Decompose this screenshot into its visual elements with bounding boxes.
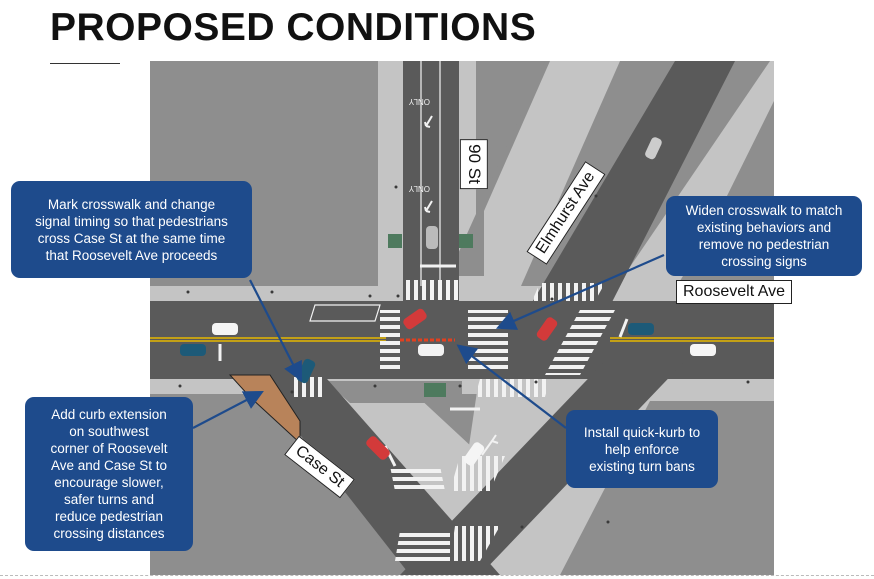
callout-line: existing turn bans (589, 458, 695, 474)
page-title: PROPOSED CONDITIONS (50, 6, 537, 49)
callout-line: on southwest (69, 424, 149, 439)
callout-line: encourage slower, (54, 475, 164, 490)
green-plazas (388, 234, 473, 397)
turn-arrows (424, 115, 499, 456)
car-gray (426, 226, 438, 249)
title-underline (50, 63, 120, 64)
callout-line: Add curb extension (51, 407, 167, 422)
callout-line: Ave and Case St to (50, 458, 168, 473)
car-blue (628, 323, 654, 335)
bottom-rule (0, 575, 874, 576)
callout-widen-crosswalk: Widen crosswalk to match existing behavi… (666, 196, 862, 276)
only-markings: ONLY ONLY (408, 97, 430, 193)
callout-line: Mark crosswalk and change (47, 196, 216, 212)
only-marking-1: ONLY (408, 97, 430, 106)
callout-line: corner of Roosevelt (50, 441, 168, 456)
street-label-90st: 90 St (459, 139, 488, 189)
callout-line: crossing signs (721, 254, 807, 269)
car-white (690, 344, 716, 356)
callout-line: cross Case St at the same time (37, 230, 226, 246)
intersection-map: ONLY ONLY (150, 61, 774, 575)
callout-line: Install quick-kurb to (583, 424, 701, 440)
car-white (463, 442, 485, 466)
callout-line: reduce pedestrian (54, 509, 164, 524)
lane-lines (420, 61, 441, 286)
callout-line: that Roosevelt Ave proceeds (45, 247, 218, 263)
car-red (403, 308, 427, 330)
callout-line: existing behaviors and (696, 220, 832, 235)
callout-curb-extension: Add curb extension on southwest corner o… (25, 397, 193, 551)
callout-line: signal timing so that pedestrians (35, 213, 228, 229)
callout-line: crossing distances (53, 526, 165, 541)
callout-line: safer turns and (63, 492, 155, 507)
car-gray (645, 137, 662, 160)
street-label-roosevelt: Roosevelt Ave (676, 280, 792, 304)
callout-crosswalk-timing: Mark crosswalk and change signal timing … (11, 181, 252, 278)
car-blue (180, 344, 206, 356)
callout-line: Widen crosswalk to match (685, 203, 843, 218)
car-white (418, 344, 444, 356)
car-white (212, 323, 238, 335)
callout-quick-kurb: Install quick-kurb to help enforce exist… (566, 410, 718, 488)
only-marking-2: ONLY (408, 184, 430, 193)
callout-line: remove no pedestrian (698, 237, 830, 252)
car-red (366, 436, 390, 460)
callout-line: help enforce (604, 441, 680, 457)
